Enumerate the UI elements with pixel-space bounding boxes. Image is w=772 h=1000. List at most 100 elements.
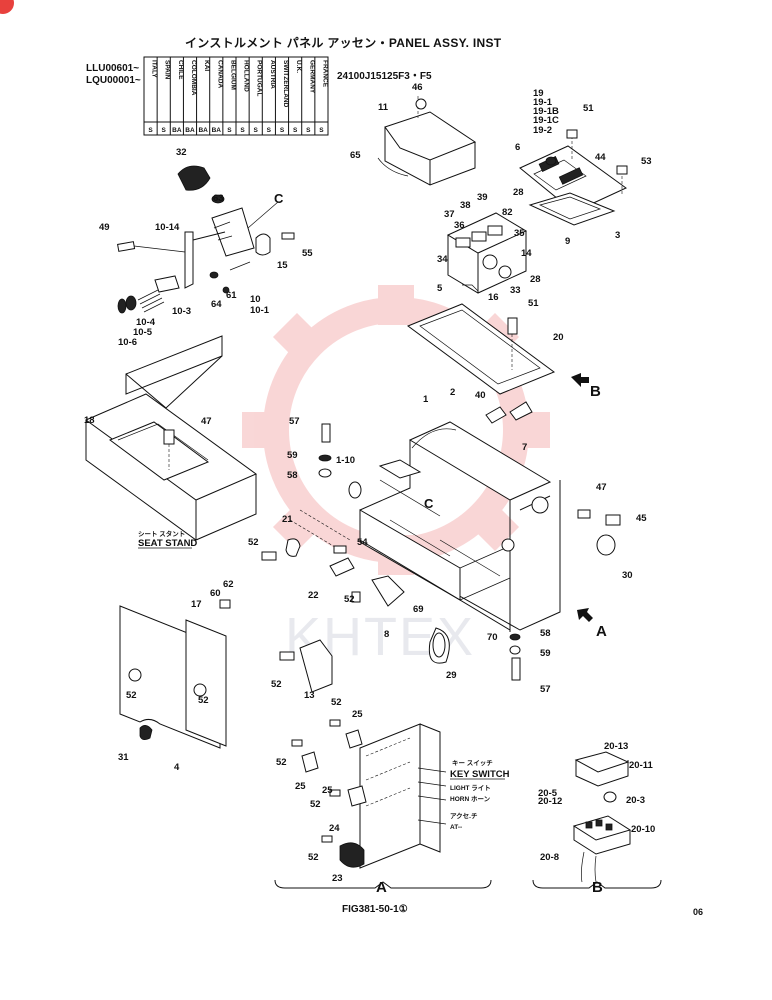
seat-stand-box — [84, 335, 258, 541]
callout-label: 55 — [302, 248, 313, 259]
callout-label: 18 — [84, 415, 95, 426]
callout-label: 33 — [510, 285, 521, 296]
callout-label: 70 — [487, 632, 498, 643]
callout-label: 17 — [191, 599, 202, 610]
lever-assembly — [117, 165, 295, 314]
callout-label: 59 — [540, 648, 551, 659]
country-name: CHILE — [177, 60, 184, 80]
light-label: LIGHT ライト — [450, 784, 491, 792]
callout-label: 40 — [475, 390, 486, 401]
country-name: PORTUGAL — [256, 60, 263, 97]
callout-label: 19 — [533, 88, 544, 99]
callout-label: 11 — [378, 102, 389, 113]
callout-label: 16 — [488, 292, 499, 303]
callout-label: 53 — [641, 156, 652, 167]
callout-label: 64 — [211, 299, 222, 310]
country-code: S — [240, 127, 245, 134]
country-code: S — [227, 127, 232, 134]
callout-label: 62 — [223, 579, 234, 590]
switch-panel — [519, 129, 628, 226]
callout-label: 9 — [565, 236, 570, 247]
callout-label: 63 — [213, 193, 224, 204]
callout-label: A — [596, 623, 607, 640]
callout-label: 20-11 — [629, 760, 653, 771]
callout-label: C — [274, 191, 284, 206]
callout-label: C — [424, 496, 434, 511]
callout-label: 10 — [250, 294, 261, 305]
callout-label: 20-5 — [538, 788, 558, 799]
callout-label: 25 — [352, 709, 363, 720]
callout-label: 20-3 — [626, 795, 645, 806]
callout-label: 20-8 — [540, 852, 559, 863]
callout-label: 20 — [553, 332, 564, 343]
callout-label: 4 — [174, 762, 180, 773]
callout-label: 6 — [515, 142, 520, 153]
callout-label: 51 — [528, 298, 539, 309]
serial-range-1: LLU00601~ — [86, 63, 140, 74]
callout-label: 57 — [289, 416, 300, 427]
country-code: S — [319, 127, 324, 134]
callout-label: 59 — [287, 450, 298, 461]
accel-label: AT-- — [450, 824, 462, 831]
country-name: HOLLAND — [243, 60, 250, 92]
callout-label: 15 — [277, 260, 288, 271]
callout-label: 10-4 — [136, 317, 156, 328]
country-code: S — [293, 127, 298, 134]
callout-label: 82 — [502, 207, 513, 218]
country-name: ITALY — [151, 60, 158, 78]
country-code: S — [148, 127, 153, 134]
cover-plate — [406, 303, 556, 395]
switch-block — [446, 212, 528, 294]
callout-label: 10-5 — [133, 327, 153, 338]
main-frame — [289, 421, 561, 632]
small-parts — [261, 401, 621, 693]
callout-label: 57 — [540, 684, 551, 695]
callout-label: 25 — [295, 781, 306, 792]
callout-label: 65 — [350, 150, 361, 161]
callout-label: 45 — [636, 513, 647, 524]
country-code: S — [254, 127, 259, 134]
callout-label: 69 — [413, 604, 424, 615]
callout-label: 3 — [615, 230, 620, 241]
callout-label: 10-3 — [172, 306, 191, 317]
callout-label: 23 — [332, 873, 343, 884]
callout-label: 39 — [477, 192, 488, 203]
callout-label: 24 — [329, 823, 340, 834]
callout-label: 30 — [622, 570, 633, 581]
callout-label: 1-10 — [336, 455, 355, 466]
side-cover — [119, 599, 231, 749]
callout-label: 10-1 — [250, 305, 270, 316]
horn-label: HORN ホーン — [450, 795, 491, 803]
detail-b — [532, 751, 662, 889]
key-switch-area — [274, 719, 492, 889]
callout-label: 28 — [513, 187, 524, 198]
callout-label: 46 — [412, 82, 423, 93]
country-code: S — [267, 127, 272, 134]
callout-label: 19-2 — [533, 125, 552, 136]
callout-label: 31 — [118, 752, 129, 763]
callout-label: B — [592, 879, 603, 896]
callout-label: B — [590, 383, 601, 400]
callout-label: 36 — [454, 220, 465, 231]
callout-label: 2 — [450, 387, 455, 398]
country-name: CANADA — [216, 60, 223, 88]
callout-label: 52 — [308, 852, 319, 863]
callout-label: 58 — [287, 470, 298, 481]
country-name: FRANCE — [321, 60, 328, 88]
callout-label: 52 — [198, 695, 209, 706]
seat-stand-jp-label: シート スタント — [138, 529, 185, 538]
callout-label: 19-1C — [533, 115, 559, 126]
callout-label: 19-1 — [533, 97, 553, 108]
callout-label: 32 — [176, 147, 187, 158]
callout-label: 49 — [99, 222, 110, 233]
country-code: BA — [198, 127, 208, 134]
callout-label: 52 — [310, 799, 321, 810]
callout-label: 47 — [596, 482, 607, 493]
callout-label: 52 — [344, 594, 355, 605]
callout-label: 37 — [444, 209, 455, 220]
country-code: S — [162, 127, 167, 134]
country-name: AUSTRIA — [269, 60, 276, 89]
callout-label: 58 — [540, 628, 551, 639]
